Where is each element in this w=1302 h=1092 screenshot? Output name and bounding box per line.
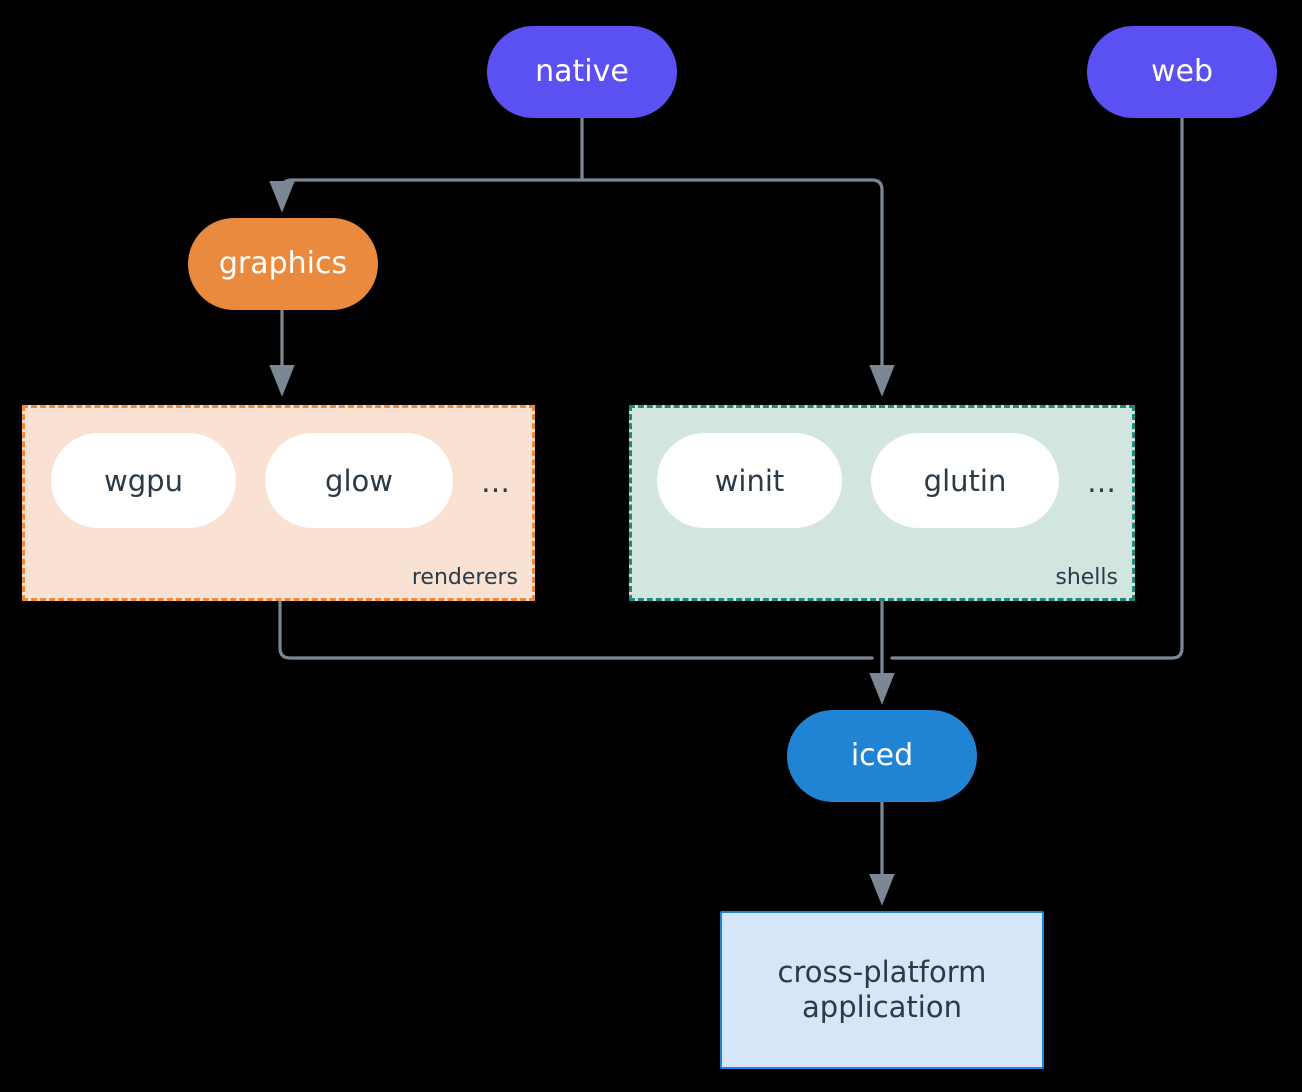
edge-renderers-iced [278, 599, 874, 660]
node-glutin[interactable]: glutin [871, 433, 1059, 528]
node-glow[interactable]: glow [265, 433, 453, 528]
node-winit-label: winit [714, 463, 785, 498]
node-native[interactable]: native [487, 26, 677, 118]
group-shells-label: shells [1055, 565, 1118, 590]
node-native-label: native [535, 53, 629, 89]
node-wgpu[interactable]: wgpu [51, 433, 236, 528]
group-renderers-label: renderers [411, 565, 518, 590]
node-winit[interactable]: winit [657, 433, 842, 528]
node-graphics-label: graphics [218, 245, 348, 281]
renderers-ellipsis: … [481, 465, 511, 499]
edge-native-shells [580, 178, 895, 397]
node-glutin-label: glutin [923, 463, 1007, 498]
node-wgpu-label: wgpu [104, 463, 183, 498]
node-cross-platform-application[interactable]: cross-platform application [720, 911, 1044, 1069]
node-graphics[interactable]: graphics [188, 218, 378, 310]
node-web[interactable]: web [1087, 26, 1277, 118]
shells-ellipsis: … [1087, 465, 1117, 499]
node-glow-label: glow [325, 463, 393, 498]
application-label-line1: cross-platform [777, 954, 987, 989]
application-label-line2: application [802, 990, 962, 1024]
edge-native-graphics [269, 178, 584, 213]
node-iced[interactable]: iced [787, 710, 977, 802]
node-web-label: web [1150, 53, 1214, 89]
node-iced-label: iced [850, 737, 914, 773]
